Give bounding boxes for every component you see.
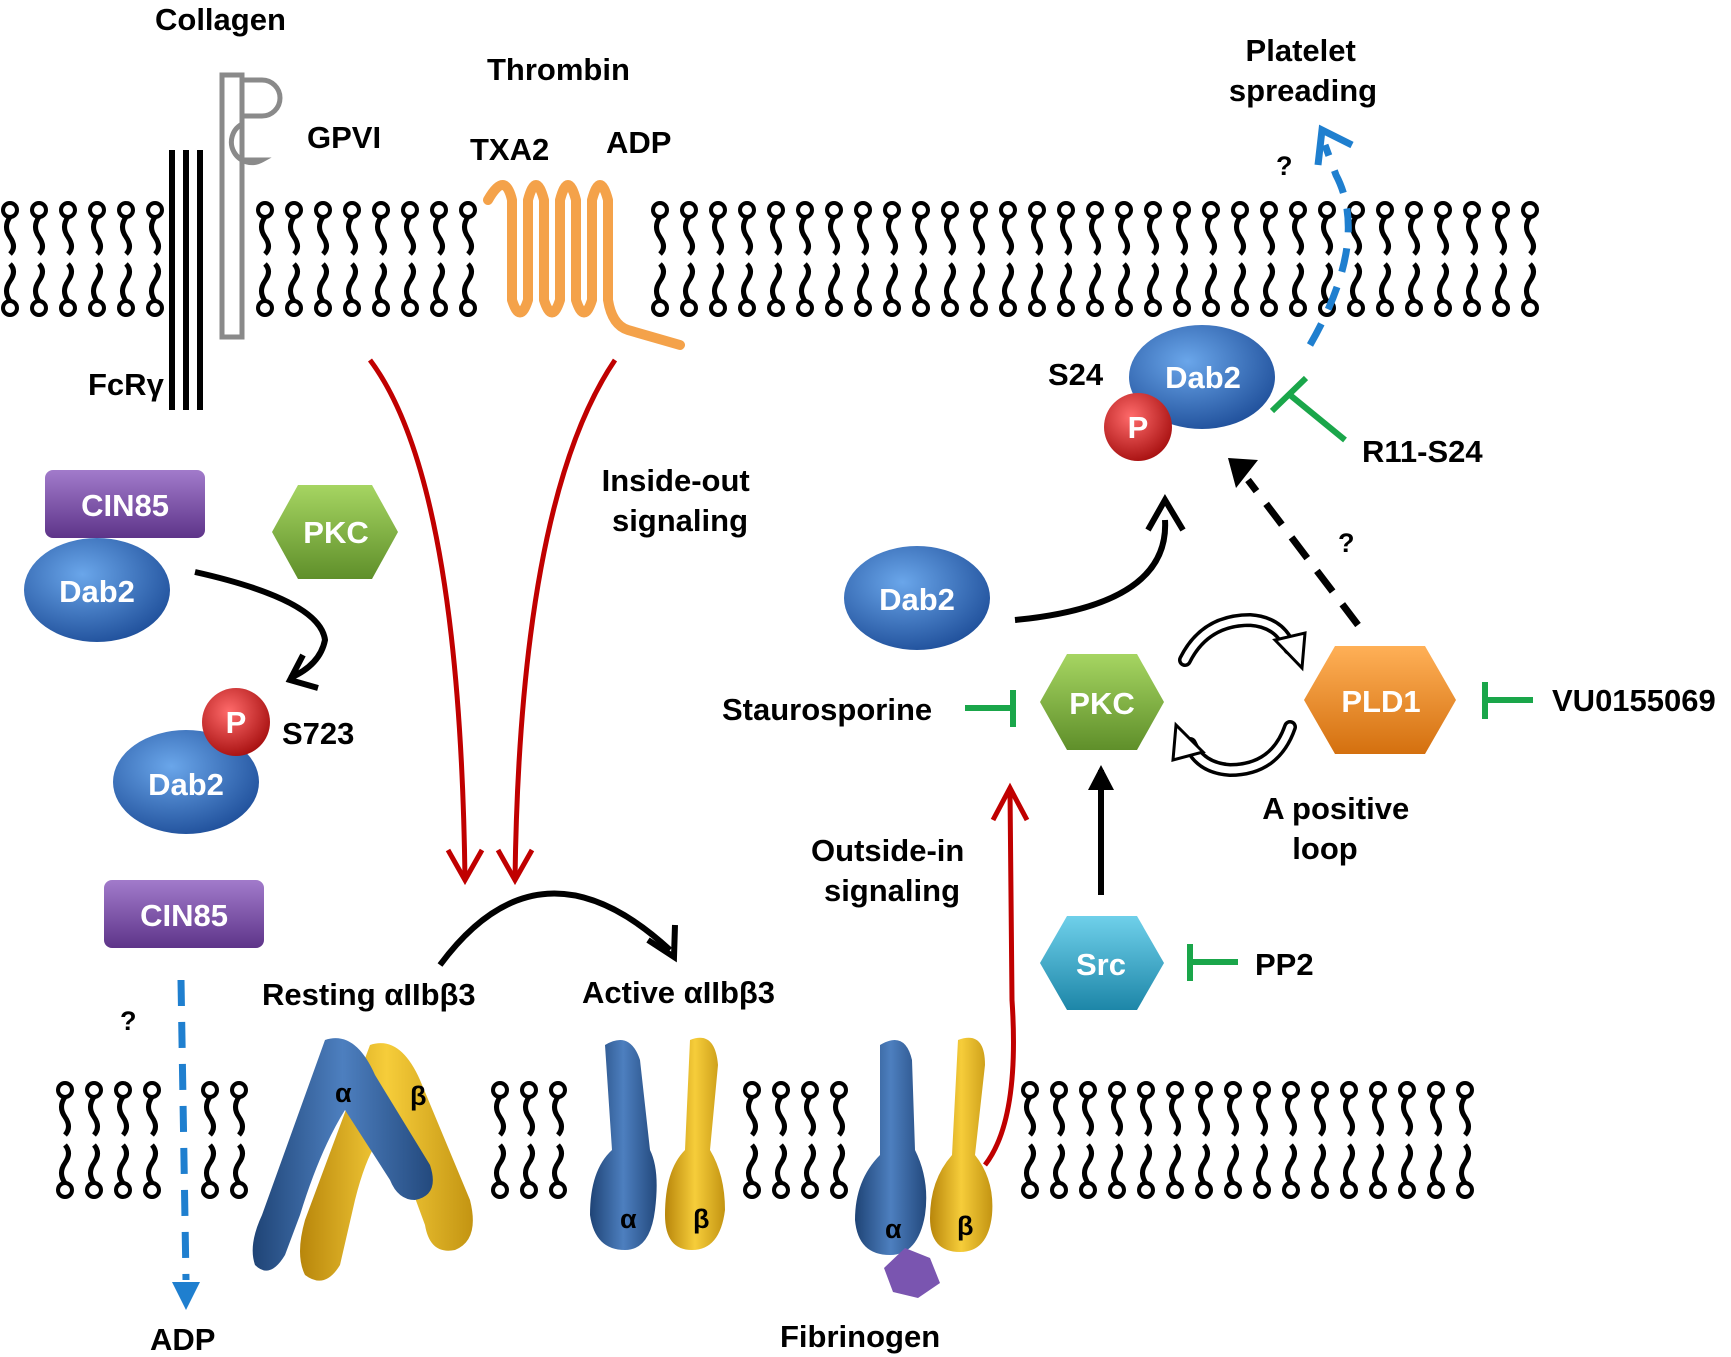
inside-out-arrowhead-2 — [495, 848, 535, 886]
dab2-phospho-s723: Dab2 P — [113, 688, 270, 834]
svg-text:Dab2: Dab2 — [148, 767, 224, 802]
dab2-phosphorylation-arrowhead — [1145, 494, 1186, 532]
s723-label: S723 — [282, 716, 354, 751]
question-top: ? — [1276, 151, 1293, 181]
svg-text:PKC: PKC — [1069, 686, 1134, 721]
active-integrin: α β — [590, 1037, 725, 1250]
inside-out-arrow-2 — [512, 358, 618, 881]
pld1-dashed-arrow — [1245, 477, 1361, 628]
activation-arrow — [437, 890, 673, 967]
gpvi-label: GPVI — [307, 120, 381, 155]
beta-active: β — [693, 1204, 709, 1234]
spreading-arrowhead — [1314, 124, 1354, 166]
adp-bottom-label: ADP — [150, 1322, 215, 1357]
svg-text:Dab2: Dab2 — [879, 582, 955, 617]
svg-text:P: P — [1128, 410, 1149, 445]
src-node: Src — [1040, 916, 1164, 1010]
beta-resting: β — [410, 1081, 426, 1111]
outside-in-label: Outside-in signaling — [811, 833, 973, 908]
pp2-label: PP2 — [1255, 947, 1314, 982]
fibrinogen-label: Fibrinogen — [780, 1319, 940, 1354]
inside-out-label: Inside-out signaling — [602, 463, 759, 538]
outside-in-arrow — [983, 789, 1016, 1167]
positive-loop-label: A positive loop — [1262, 791, 1418, 866]
txa2-label: TXA2 — [470, 132, 549, 167]
dab2-phosphorylation-arrow — [1014, 519, 1169, 623]
vu-inhibition — [1482, 682, 1533, 719]
inside-out-arrowhead-1 — [445, 848, 485, 886]
svg-text:P: P — [226, 705, 247, 740]
staurosporine-label: Staurosporine — [722, 692, 932, 727]
platelet-spreading-label: Platelet spreading — [1229, 33, 1377, 108]
beta-bound: β — [957, 1211, 973, 1241]
r11-s24-inhibition-bar — [1269, 375, 1309, 414]
question-left: ? — [120, 1006, 137, 1036]
vu-label: VU0155069 — [1552, 683, 1716, 718]
src-to-pkc-arrowhead — [1088, 765, 1114, 790]
s24-label: S24 — [1048, 357, 1104, 392]
cin85-dab2-complex: Dab2 CIN85 — [24, 470, 205, 642]
alpha-resting: α — [335, 1078, 352, 1108]
activation-arrowhead — [646, 924, 678, 963]
r11-s24-label: R11-S24 — [1362, 434, 1483, 469]
pld1-node: PLD1 — [1304, 646, 1456, 754]
alpha-active: α — [620, 1204, 637, 1234]
fibrinogen-bound-integrin: α β — [855, 1037, 993, 1298]
adp-release-arrowhead — [172, 1282, 200, 1310]
inside-out-arrow-1 — [367, 358, 468, 881]
svg-text:CIN85: CIN85 — [140, 898, 228, 933]
dab2-free-node: Dab2 — [844, 546, 990, 650]
svg-text:Src: Src — [1076, 947, 1126, 982]
fcry-label: FcRγ — [88, 367, 165, 402]
question-mid: ? — [1338, 528, 1355, 558]
outside-in-arrowhead — [990, 782, 1030, 822]
fibrinogen-shape — [884, 1248, 940, 1298]
phosphorylation-arrow-s723 — [194, 569, 329, 681]
dab2-node-label: Dab2 — [59, 574, 135, 609]
r11-s24-inhibition — [1288, 392, 1347, 443]
svg-text:PKC: PKC — [303, 515, 368, 550]
cin85-node-label: CIN85 — [81, 488, 169, 523]
dab2-phospho-s24: Dab2 P — [1104, 325, 1275, 461]
gpcr-receptor — [483, 180, 685, 350]
thrombin-label: Thrombin — [487, 52, 630, 87]
plasma-membrane-bottom — [56, 1081, 1474, 1199]
active-label: Active αIIbβ3 — [582, 975, 775, 1010]
phosphorylation-arrowhead-s723 — [285, 653, 319, 691]
adp-release-dashed-arrow — [177, 979, 190, 1281]
gpvi-receptor — [169, 72, 283, 410]
resting-integrin: α β — [252, 1038, 473, 1281]
spreading-dashed-arrow — [1306, 143, 1352, 347]
svg-text:Dab2: Dab2 — [1165, 360, 1241, 395]
collagen-label: Collagen — [155, 2, 286, 37]
resting-label: Resting αIIbβ3 — [262, 977, 476, 1012]
positive-loop-arrows — [1171, 612, 1307, 778]
staurosporine-inhibition — [965, 690, 1016, 727]
plasma-membrane-top — [1, 201, 1539, 317]
cin85-free-node: CIN85 — [104, 880, 264, 948]
adp-top-label: ADP — [606, 125, 671, 160]
pp2-inhibition — [1187, 944, 1238, 981]
pkc-right-node: PKC — [1040, 654, 1164, 750]
pld1-dashed-arrowhead — [1228, 458, 1258, 488]
svg-text:PLD1: PLD1 — [1341, 684, 1420, 719]
alpha-bound: α — [885, 1214, 902, 1244]
pkc-left-node: PKC — [272, 485, 398, 579]
